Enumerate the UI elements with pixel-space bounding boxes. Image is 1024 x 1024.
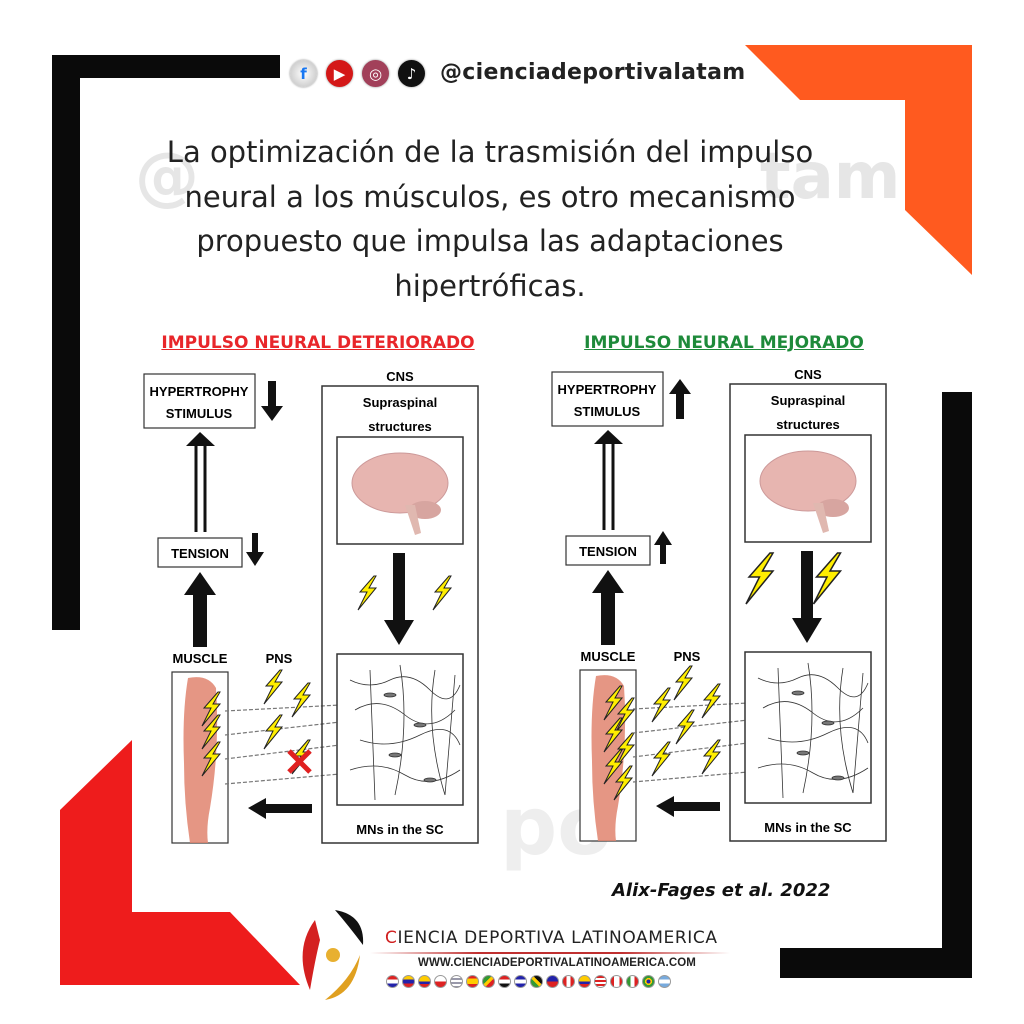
flag-icon [546,975,559,988]
hypertrophy-label-2: STIMULUS [574,404,641,419]
arrow-up-icon [184,572,216,647]
flag-icon [562,975,575,988]
pns-label: PNS [674,649,701,664]
supraspinal-label-2: structures [776,417,840,432]
supraspinal-label-1: Supraspinal [771,393,845,408]
social-handle: @cienciadeportivalatam [440,60,746,85]
flag-icon [530,975,543,988]
arrow-down-icon [384,553,414,645]
facebook-icon[interactable]: f [290,60,317,87]
flag-icon [626,975,639,988]
website-url[interactable]: WWW.CIENCIADEPORTIVALATINOAMERICA.COM [418,957,696,969]
cns-label: CNS [386,369,414,384]
brand-rest: IENCIA DEPORTIVA LATINOAMERICA [397,928,718,948]
brand-name: CIENCIA DEPORTIVA LATINOAMERICA [385,928,718,948]
flag-icon [402,975,415,988]
mns-label: MNs in the SC [356,822,444,837]
flag-icon [498,975,511,988]
frame-orange-top-right [745,45,972,275]
country-flags [386,975,671,988]
flag-icon [418,975,431,988]
arrow-up-icon [592,570,624,645]
flag-icon [578,975,591,988]
mns-label: MNs in the SC [764,820,852,835]
muscle-image [591,675,626,841]
tension-box [565,535,651,566]
cns-box [321,385,479,844]
arrow-left-icon [248,798,312,819]
supraspinal-label-1: Supraspinal [363,395,437,410]
instagram-icon[interactable]: ◎ [362,60,389,87]
blocked-x-icon [287,749,312,774]
hypertrophy-box [143,373,256,429]
frame-red-bottom-left [60,740,300,985]
supraspinal-label-2: structures [368,419,432,434]
citation: Alix-Fages et al. 2022 [612,880,831,901]
panel-impaired: HYPERTROPHY STIMULUS TENSION MUSCLE PNS … [143,369,479,844]
frame-black-bottom-right [780,392,972,978]
brand-logo-icon [302,910,364,1000]
flag-icon [594,975,607,988]
pns-label: PNS [266,651,293,666]
arrow-left-icon [656,796,720,817]
tension-box [157,537,243,568]
brand-initial: C [385,928,398,948]
double-arrow-up-icon [186,432,215,532]
watermark-left: @ [135,140,199,214]
flag-icon [482,975,495,988]
watermark-right: tam [760,140,901,214]
hypertrophy-label-1: HYPERTROPHY [150,384,249,399]
flag-icon [466,975,479,988]
cns-label: CNS [794,367,822,382]
headline: La optimización de la trasmisión del imp… [166,135,814,303]
flag-icon [610,975,623,988]
arrow-down-icon [246,533,264,566]
panel-title-improved: IMPULSO NEURAL MEJORADO [584,333,864,353]
nerve-fibers [224,704,341,785]
double-arrow-up-icon [594,430,623,530]
arrow-down-icon [792,551,822,643]
flag-icon [434,975,447,988]
arrow-down-icon [261,381,283,421]
tension-label: TENSION [579,544,637,559]
arrow-up-icon [669,379,691,419]
flag-icon [514,975,527,988]
brain-image [759,450,857,533]
arrow-up-icon [654,531,672,564]
muscle-label: MUSCLE [173,651,228,666]
flag-icon [386,975,399,988]
tiktok-icon[interactable]: ♪ [398,60,425,87]
muscle-label: MUSCLE [581,649,636,664]
muscle-image [183,677,218,843]
panel-improved: HYPERTROPHY STIMULUS TENSION MUSCLE PNS … [551,367,887,842]
hypertrophy-label-2: STIMULUS [166,406,233,421]
panel-title-impaired: IMPULSO NEURAL DETERIORADO [161,333,475,353]
brain-image [351,452,449,535]
youtube-icon[interactable]: ▶ [326,60,353,87]
frame-black-top-left [52,55,280,630]
brand-divider [370,952,730,954]
cns-box [729,383,887,842]
hypertrophy-label-1: HYPERTROPHY [558,382,657,397]
flag-icon [658,975,671,988]
flag-icon [642,975,655,988]
tension-label: TENSION [171,546,229,561]
flag-icon [450,975,463,988]
hypertrophy-box [551,371,664,427]
